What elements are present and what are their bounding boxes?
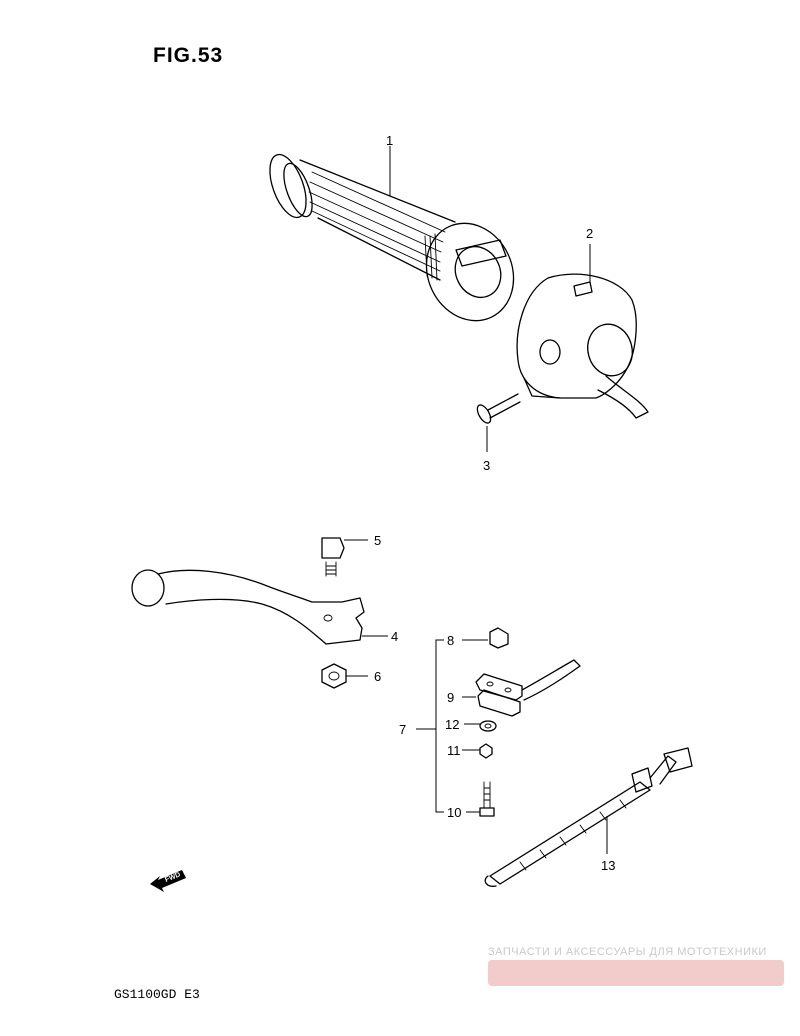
callout-10: 10 (447, 805, 461, 820)
callout-2: 2 (586, 226, 593, 241)
watermark: ЗАПЧАСТИ И АКСЕССУАРЫ ДЛЯ МОТОТЕХНИКИ (488, 946, 784, 986)
callout-13: 13 (601, 858, 615, 873)
part-grip (269, 146, 515, 322)
part-small-nut (462, 743, 493, 759)
callout-9: 9 (447, 690, 454, 705)
callout-5: 5 (374, 533, 381, 548)
part-screw (476, 393, 521, 452)
callout-4: 4 (391, 629, 398, 644)
part-lever (131, 569, 388, 645)
group-bracket (416, 639, 444, 813)
part-washer (464, 720, 497, 732)
callout-11: 11 (447, 743, 461, 758)
model-label: GS1100GD E3 (114, 987, 200, 1002)
callout-8: 8 (447, 633, 454, 648)
part-small-screw (466, 781, 495, 817)
callout-7: 7 (399, 722, 406, 737)
part-pivot-bolt (321, 537, 368, 577)
callout-12: 12 (445, 717, 459, 732)
part-clip (462, 627, 509, 649)
part-switch-housing (516, 244, 649, 419)
watermark-logo (488, 960, 784, 986)
watermark-tagline: ЗАПЧАСТИ И АКСЕССУАРЫ ДЛЯ МОТОТЕХНИКИ (488, 946, 767, 958)
figure-title: FIG.53 (153, 44, 223, 67)
callout-6: 6 (374, 669, 381, 684)
part-switch (462, 659, 581, 717)
callout-3: 3 (483, 458, 490, 473)
fwd-arrow-icon: FWD (150, 870, 186, 892)
part-cable-tie (484, 747, 693, 887)
callout-1: 1 (386, 133, 393, 148)
part-nut (321, 663, 368, 689)
